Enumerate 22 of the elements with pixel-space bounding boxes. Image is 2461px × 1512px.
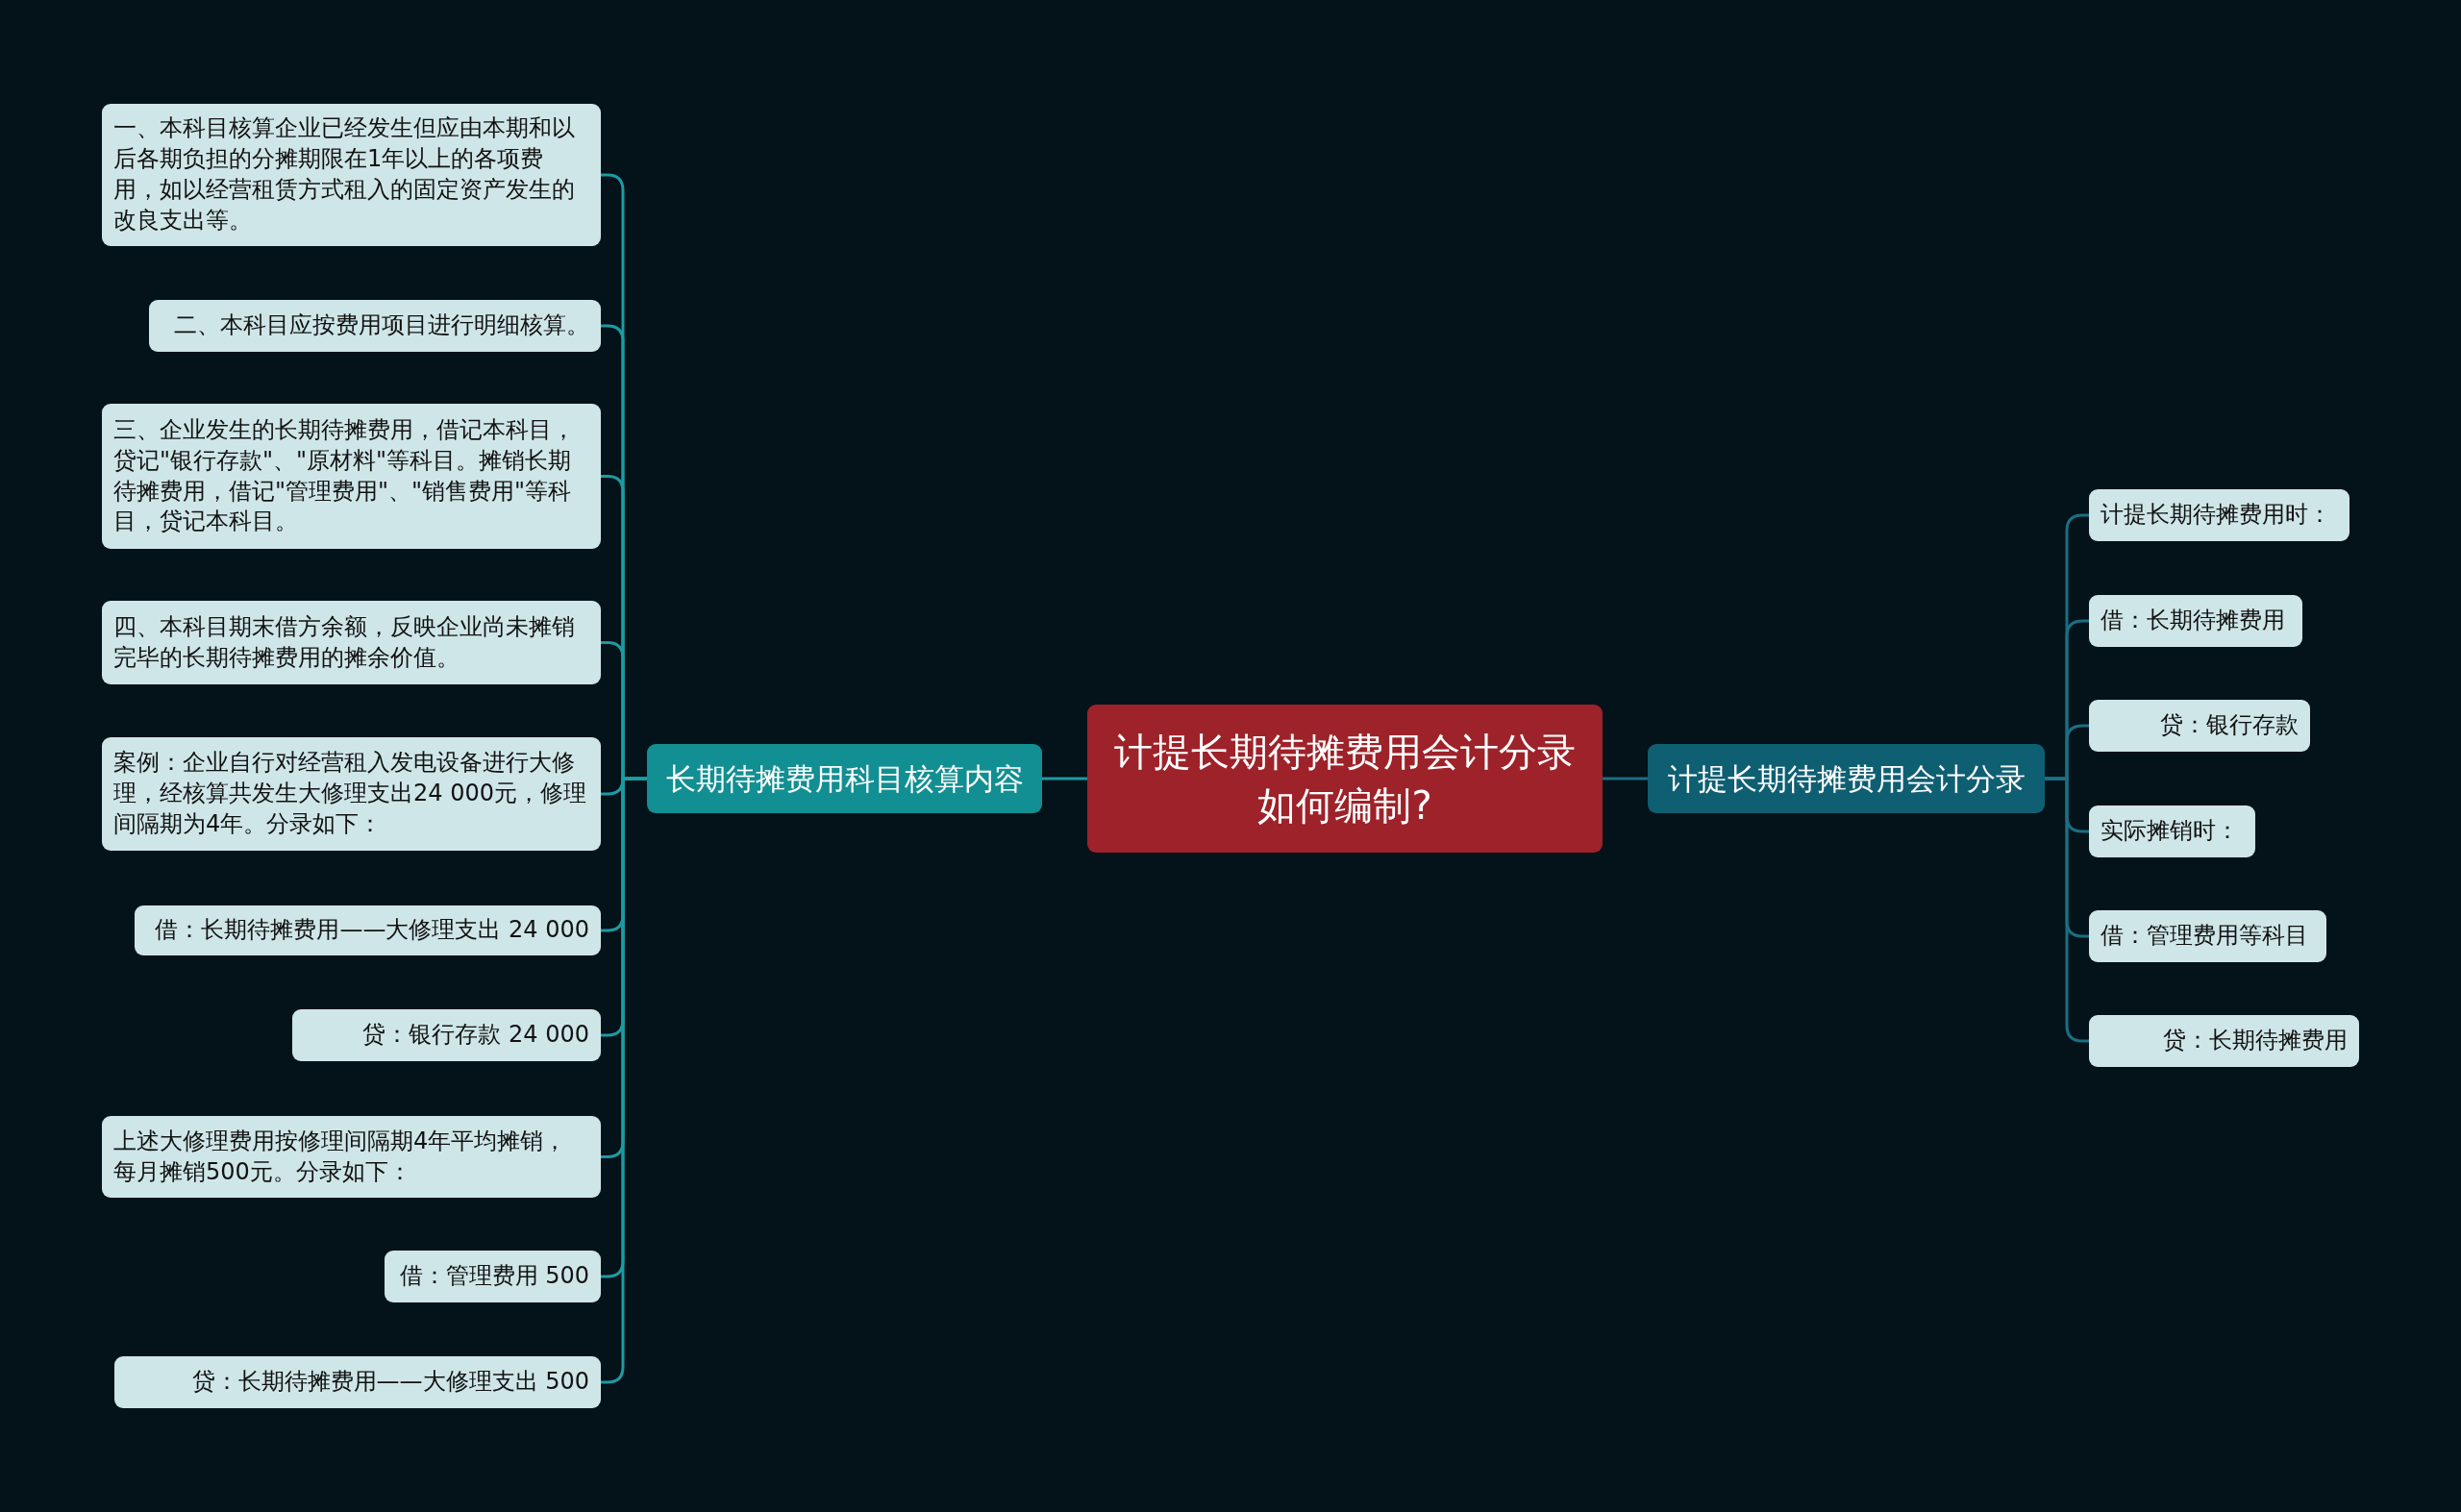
subtopic-box: 实际摊销时： — [2089, 806, 2255, 857]
connector-line — [2045, 777, 2089, 1043]
subtopic-box: 一、本科目核算企业已经发生但应由本期和以后各期负担的分摊期限在1年以上的各项费用，如以经营租赁方式租入的固定资产发生的改良支出等。 — [102, 104, 601, 246]
subtopic-box: 借：长期待摊费用 — [2089, 595, 2302, 647]
subtopic-box: 贷：长期待摊费用 — [2089, 1015, 2359, 1067]
subtopic-box: 案例：企业自行对经营租入发电设备进行大修理，经核算共发生大修理支出24 000元，修理间隔期为4年。分录如下： — [102, 737, 601, 851]
subtopic-box: 贷：银行存款 24 000 — [292, 1009, 601, 1061]
subtopic-box: 借：管理费用等科目 — [2089, 910, 2326, 962]
subtopic-box: 上述大修理费用按修理间隔期4年平均摊销，每月摊销500元。分录如下： — [102, 1116, 601, 1198]
subtopic-box: 借：管理费用 500 — [385, 1251, 601, 1302]
subtopic-box: 贷：长期待摊费用——大修理支出 500 — [114, 1356, 601, 1408]
central-topic-box: 计提长期待摊费用会计分录如何编制? — [1087, 705, 1603, 853]
subtopic-box: 二、本科目应按费用项目进行明细核算。 — [149, 300, 601, 352]
branch-topic-box: 长期待摊费用科目核算内容 — [647, 744, 1042, 813]
connector-line — [1042, 777, 1087, 781]
subtopic-box: 四、本科目期末借方余额，反映企业尚未摊销完毕的长期待摊费用的摊余价值。 — [102, 601, 601, 684]
subtopic-box: 借：长期待摊费用——大修理支出 24 000 — [135, 905, 601, 955]
connector-line — [1603, 777, 1648, 781]
subtopic-box: 贷：银行存款 — [2089, 700, 2310, 752]
subtopic-box: 计提长期待摊费用时： — [2089, 489, 2349, 541]
subtopic-box: 三、企业发生的长期待摊费用，借记本科目，贷记"银行存款"、"原材料"等科目。摊销长期待摊费用，借记"管理费用"、"销售费用"等科目，贷记本科目。 — [102, 404, 601, 549]
branch-topic-box: 计提长期待摊费用会计分录 — [1648, 744, 2045, 813]
